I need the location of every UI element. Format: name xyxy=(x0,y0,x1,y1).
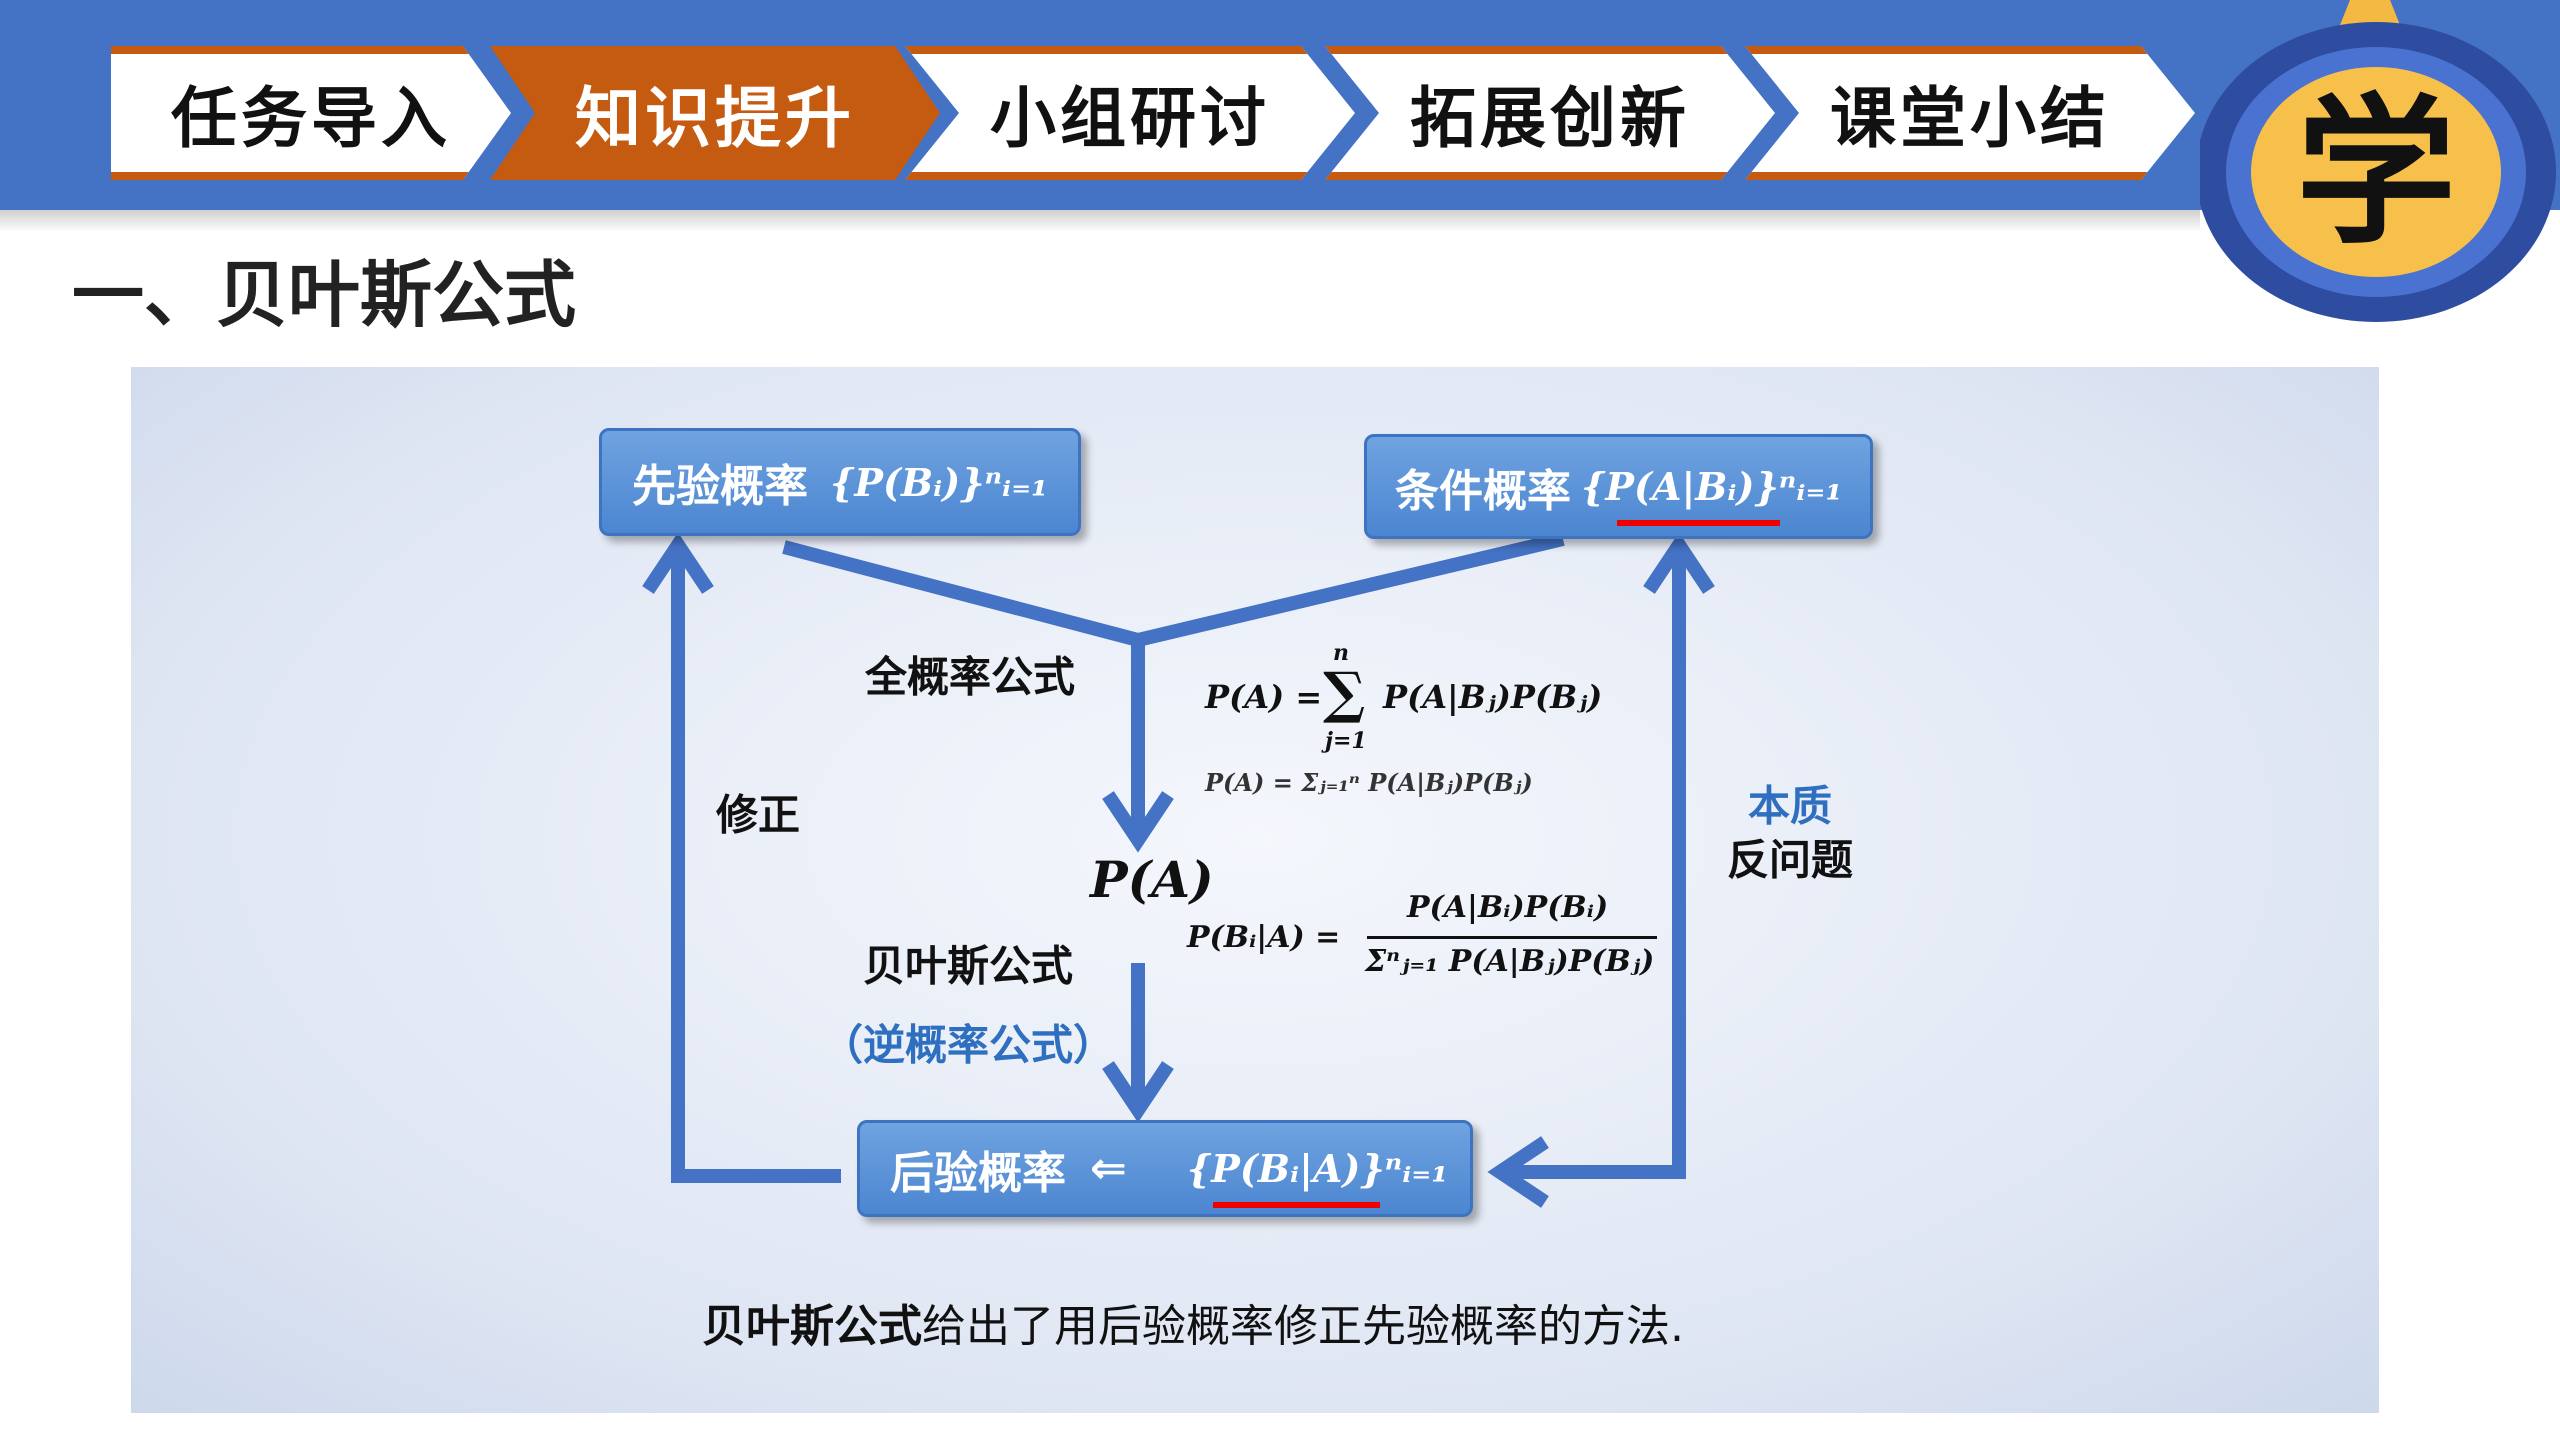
formula-numerator: P(A|Bᵢ)P(Bᵢ) xyxy=(1407,890,1609,925)
bayes-formula-label: 贝叶斯公式 xyxy=(862,941,1074,991)
svg-text:学: 学 xyxy=(2296,79,2456,266)
prior-formula: {P(Bᵢ)}ⁿᵢ₌₁ xyxy=(830,459,1048,505)
tab-label: 任务导入 xyxy=(171,80,451,157)
diagram-panel xyxy=(131,367,2379,1413)
formula-lhs: P(A) = xyxy=(1205,678,1323,716)
posterior-label: 后验概率 xyxy=(890,1147,1066,1199)
correction-arrow xyxy=(671,545,841,1183)
inverse-probability-label: （逆概率公式） xyxy=(820,1020,1116,1070)
conditional-formula: {P(A|Bᵢ)}ⁿᵢ₌₁ xyxy=(1581,464,1843,509)
correction-label: 修正 xyxy=(715,790,801,840)
tab-label: 小组研讨 xyxy=(990,80,1270,157)
prior-label: 先验概率 xyxy=(632,461,808,512)
caption-text: 给出了用后验概率修正先验概率的方法. xyxy=(922,1301,1684,1352)
sum-icon: ∑ xyxy=(1323,660,1366,726)
sum-lower: j=1 xyxy=(1325,728,1367,754)
tab-extension[interactable]: 拓展创新 xyxy=(1325,46,1775,180)
essence-arrow xyxy=(1500,545,1686,1179)
essence-label: 本质 xyxy=(1747,781,1833,831)
caption-bold: 贝叶斯公式 xyxy=(702,1301,922,1352)
formula-lhs: P(Bᵢ|A) = xyxy=(1187,920,1341,955)
header-shadow xyxy=(0,210,2200,232)
red-underline xyxy=(1617,520,1780,526)
left-double-arrow-icon: ⇐ xyxy=(1090,1143,1127,1194)
tab-summary[interactable]: 课堂小结 xyxy=(1745,46,2195,180)
prior-probability-box: 先验概率 {P(Bᵢ)}ⁿᵢ₌₁ xyxy=(599,428,1081,536)
tab-task-intro[interactable]: 任务导入 xyxy=(111,46,511,180)
conditional-label: 条件概率 xyxy=(1395,465,1571,517)
page-title: 一、贝叶斯公式 xyxy=(72,253,577,337)
formula-rhs: P(A|Bⱼ)P(Bⱼ) xyxy=(1383,678,1603,716)
tab-label: 知识提升 xyxy=(575,80,855,157)
tab-label: 拓展创新 xyxy=(1410,80,1690,157)
formula-denominator: Σⁿⱼ₌₁ P(A|Bⱼ)P(Bⱼ) xyxy=(1365,944,1655,979)
total-probability-label: 全概率公式 xyxy=(864,652,1076,702)
pa-label: P(A) xyxy=(1090,850,1214,909)
fraction-bar xyxy=(1367,936,1657,939)
red-underline xyxy=(1213,1202,1380,1208)
sum-upper: n xyxy=(1333,640,1349,666)
learn-badge-icon: 学 xyxy=(2200,0,2556,322)
tab-group-discussion[interactable]: 小组研讨 xyxy=(905,46,1355,180)
posterior-formula: {P(Bᵢ|A)}ⁿᵢ₌₁ xyxy=(1186,1146,1448,1191)
total-probability-formula-inline: P(A) = Σⱼ₌₁ⁿ P(A|Bⱼ)P(Bⱼ) xyxy=(1205,768,1533,797)
tab-label: 课堂小结 xyxy=(1830,80,2110,157)
prior-to-center-line xyxy=(782,540,1140,647)
conditional-to-center-line xyxy=(1136,532,1565,647)
caption: 贝叶斯公式给出了用后验概率修正先验概率的方法. xyxy=(702,1290,1684,1354)
posterior-probability-box: 后验概率 ⇐ {P(Bᵢ|A)}ⁿᵢ₌₁ xyxy=(857,1120,1473,1217)
tab-knowledge[interactable]: 知识提升 xyxy=(490,46,940,180)
inverse-problem-label: 反问题 xyxy=(1726,835,1854,885)
